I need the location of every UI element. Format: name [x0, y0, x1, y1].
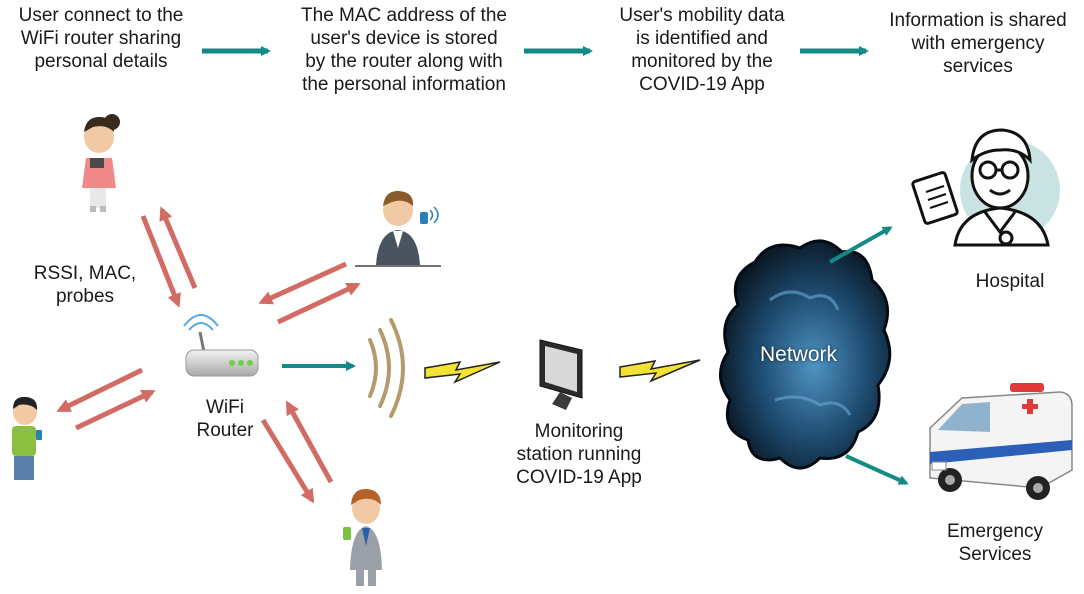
station-label-line: COVID-19 App	[516, 467, 642, 488]
router-label-line: Router	[196, 420, 254, 441]
emergency-label: Emergency Services	[920, 520, 1070, 566]
network-to-emergency-arrow	[845, 454, 909, 485]
hospital-label: Hospital	[975, 271, 1045, 292]
step-1-line: personal details	[34, 51, 168, 72]
router-label-line: WiFi	[206, 397, 244, 418]
step-2-line: user's device is stored	[310, 28, 498, 49]
link-arrows-businessman	[258, 261, 361, 325]
step-3-text: User's mobility data is identified and m…	[604, 4, 800, 96]
businessman-user-icon	[355, 190, 441, 267]
station-label-line: station running	[516, 444, 642, 465]
lightning-bolt-icon	[424, 361, 501, 384]
rssi-label: RSSI, MAC, probes	[20, 262, 150, 308]
link-arrows-boy	[56, 367, 156, 431]
step-3-line: monitored by the	[631, 51, 773, 72]
step-2-line: The MAC address of the	[301, 5, 507, 26]
step-4-line: Information is shared	[889, 10, 1067, 31]
step-2-line: by the router along with	[305, 51, 503, 72]
router-label: WiFi Router	[180, 396, 270, 442]
boy-user-icon	[12, 396, 42, 480]
emergency-label-line: Emergency	[946, 521, 1044, 542]
station-label-line: Monitoring	[534, 421, 624, 442]
wifi-router-icon	[183, 314, 259, 377]
step-2-line: the personal information	[302, 74, 506, 95]
step-4-line: services	[943, 56, 1013, 77]
man-user-icon	[343, 488, 382, 586]
monitor-icon	[539, 339, 583, 410]
woman-user-icon	[82, 114, 120, 212]
station-label: Monitoring station running COVID-19 App	[494, 420, 664, 489]
step-1-line: User connect to the	[18, 5, 184, 26]
link-arrows-man	[260, 400, 334, 504]
signal-waves-icon	[368, 318, 405, 418]
doctor-icon	[911, 128, 1060, 247]
emergency-label-line: Services	[958, 544, 1032, 565]
network-label: Network	[760, 343, 838, 366]
step-3-line: COVID-19 App	[639, 74, 765, 95]
step-2-text: The MAC address of the user's device is …	[282, 4, 526, 96]
step-4-line: with emergency	[911, 33, 1045, 54]
step-1-text: User connect to the WiFi router sharing …	[2, 4, 200, 73]
step-3-line: User's mobility data	[619, 5, 785, 26]
network-to-hospital-arrow	[829, 226, 893, 264]
rssi-label-line: RSSI, MAC,	[33, 263, 137, 284]
lightning-bolt-icon	[619, 359, 701, 383]
step-3-line: is identified and	[635, 28, 769, 49]
step-4-text: Information is shared with emergency ser…	[876, 9, 1080, 78]
ambulance-icon	[929, 383, 1073, 500]
rssi-label-line: probes	[55, 286, 115, 307]
link-arrows-woman	[140, 206, 198, 308]
step-1-line: WiFi router sharing	[20, 28, 182, 49]
